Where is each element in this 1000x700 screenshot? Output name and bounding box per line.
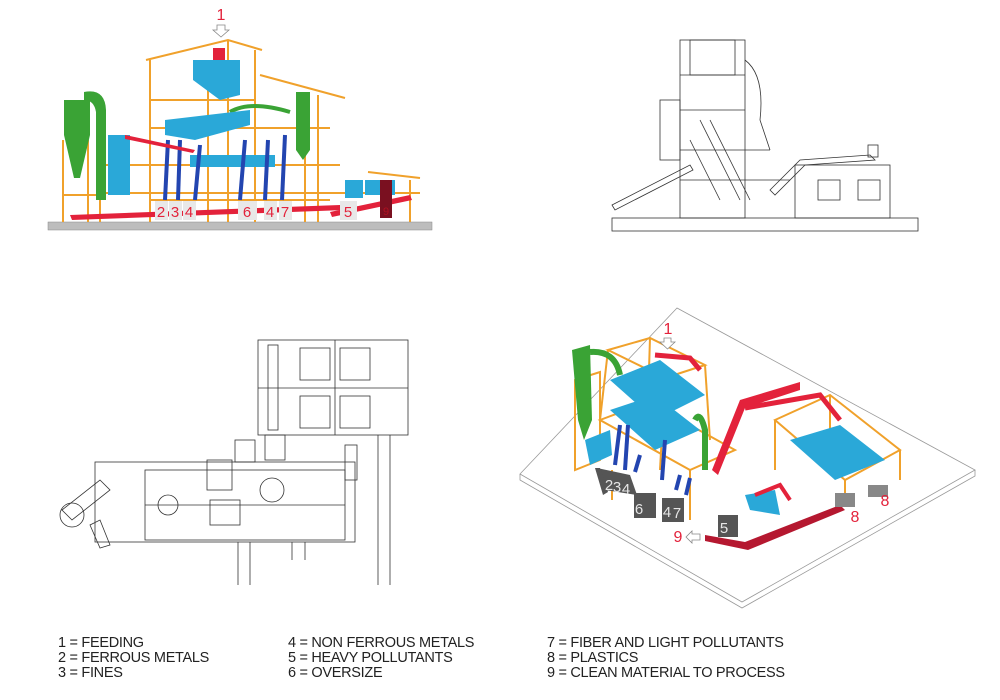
iso-output-boxes <box>595 468 888 537</box>
iso-box-label-7: 7 <box>673 505 681 522</box>
clean-material-outlet <box>380 180 392 218</box>
legend-column-1: 1 = FEEDING 2 = FERROUS METALS 3 = FINES <box>58 636 209 681</box>
legend-item: 8 = PLASTICS <box>547 650 639 666</box>
iso-box-label-5: 5 <box>720 520 728 537</box>
box-label-3: 3 <box>171 204 179 221</box>
box-label-9: 9 <box>383 206 389 218</box>
front-elevation-view: 1 2 3 4 6 4 7 5 9 <box>47 7 433 231</box>
iso-plastics-label-2: 8 <box>881 493 890 510</box>
side-elevation-view <box>611 39 919 232</box>
cyclone-right <box>296 92 310 160</box>
box-label-2: 2 <box>157 204 165 221</box>
ground-slab <box>47 221 433 231</box>
iso-box-label-4b: 4 <box>663 504 671 521</box>
cyclone-left <box>64 100 90 178</box>
legend-column-3: 7 = FIBER AND LIGHT POLLUTANTS 8 = PLAST… <box>547 636 785 681</box>
output-boxes: 2 3 4 6 4 7 5 9 <box>155 201 389 221</box>
box-label-5: 5 <box>344 204 352 221</box>
iso-box-label-3: 3 <box>613 479 621 496</box>
legend-item: 7 = FIBER AND LIGHT POLLUTANTS <box>547 635 784 651</box>
legend-item: 2 = FERROUS METALS <box>58 650 210 666</box>
box-label-6: 6 <box>243 204 251 221</box>
legend-item: 9 = CLEAN MATERIAL TO PROCESS <box>547 665 785 681</box>
plan-view <box>59 339 409 585</box>
feed-hopper <box>193 60 240 100</box>
box-label-4: 4 <box>185 204 193 221</box>
isometric-view: 2 3 4 6 4 7 5 8 8 1 9 <box>519 307 976 609</box>
legend-item: 5 = HEAVY POLLUTANTS <box>288 650 453 666</box>
iso-feeding-arrow-icon <box>658 337 677 350</box>
iso-plastics-label-1: 8 <box>851 509 860 526</box>
legend-item: 3 = FINES <box>58 665 123 681</box>
feeding-label: 1 <box>217 7 226 24</box>
feeding-arrow-icon <box>211 24 231 38</box>
box-label-4b: 4 <box>266 204 274 221</box>
iso-box-label-6: 6 <box>635 501 643 518</box>
screen <box>165 110 250 140</box>
iso-box-label-4: 4 <box>622 481 630 498</box>
feeding-unit <box>213 48 225 60</box>
clean-material-conveyor <box>705 505 845 550</box>
legend-item: 1 = FEEDING <box>58 635 144 651</box>
iso-outlet-arrow-icon <box>685 530 701 544</box>
box-label-7: 7 <box>281 204 289 221</box>
legend-column-2: 4 = NON FERROUS METALS 5 = HEAVY POLLUTA… <box>288 636 474 681</box>
iso-feeding-label: 1 <box>664 321 673 338</box>
legend-item: 6 = OVERSIZE <box>288 665 383 681</box>
iso-clean-material-label: 9 <box>674 529 683 546</box>
legend-item: 4 = NON FERROUS METALS <box>288 635 475 651</box>
roof <box>145 38 263 61</box>
iso-box-label-2: 2 <box>605 477 613 494</box>
iso-cyclone <box>572 345 592 440</box>
